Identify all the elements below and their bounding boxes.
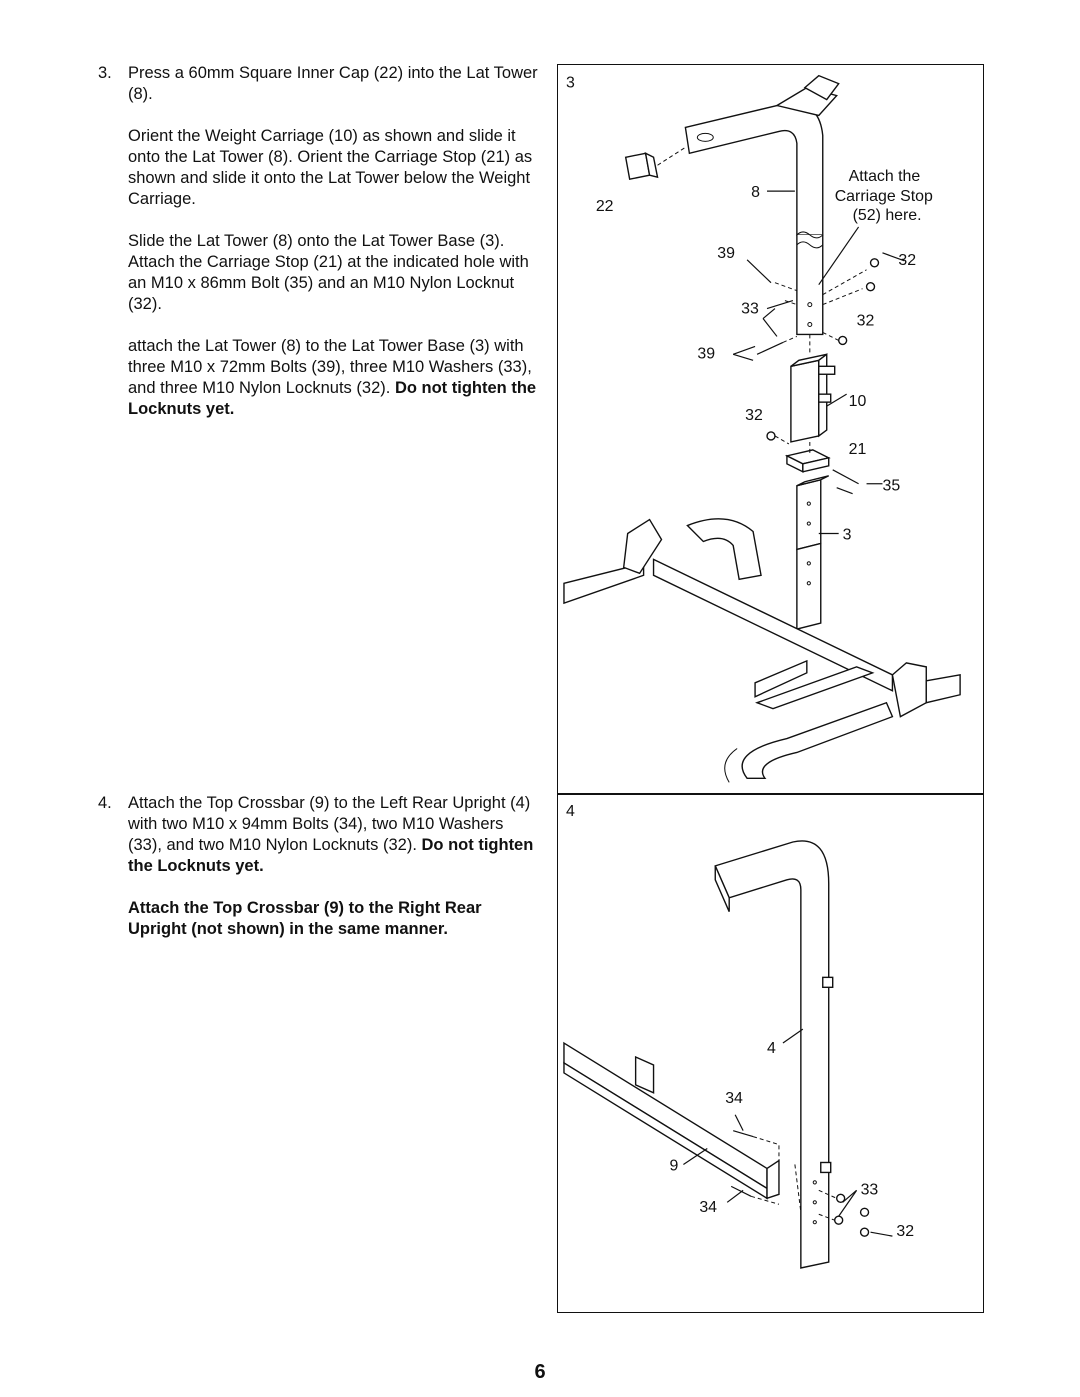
lat-tower-part <box>684 74 840 336</box>
figure-step-4: 4 <box>557 793 984 1313</box>
hardware-parts <box>746 258 880 485</box>
label-33: 33 <box>861 1181 879 1198</box>
label-39-bottom: 39 <box>697 345 715 362</box>
square-inner-cap-part <box>624 146 686 181</box>
step-3-paragraph-4-end: (32). <box>356 379 391 397</box>
step-4-paragraph-1: Attach the Top Crossbar (9) to the Left … <box>128 793 538 877</box>
step-4-warning: Do not tighten the Locknuts yet. <box>128 836 534 875</box>
step-3-paragraph-4-text: attach the Lat Tower (8) to the Lat Towe… <box>128 337 532 397</box>
note-line-1: Attach the <box>849 168 921 185</box>
step-4-paragraph-1-text: Attach the Top Crossbar (9) to the Left … <box>128 794 531 854</box>
leader-lines <box>732 190 905 535</box>
step-4: 4. Attach the Top Crossbar (9) to the Le… <box>98 793 538 961</box>
label-32-lower: 32 <box>745 407 763 424</box>
step-4-paragraph-2: Attach the Top Crossbar (9) to the Right… <box>128 899 482 938</box>
step-number: 3. <box>98 64 112 82</box>
weight-carriage-part <box>790 352 836 443</box>
label-4: 4 <box>767 1040 776 1057</box>
label-3: 3 <box>843 526 852 543</box>
step-3-paragraph-1: Press a 60mm Square Inner Cap (22) into … <box>128 64 538 103</box>
label-32-middle: 32 <box>857 312 875 329</box>
step-3-paragraph-2: Orient the Weight Carriage (10) as shown… <box>128 127 533 208</box>
label-32-top: 32 <box>898 252 916 269</box>
step-3-paragraph-3: Slide the Lat Tower (8) onto the Lat Tow… <box>128 232 529 313</box>
step-4-paragraph-1-end: (32). <box>382 836 417 854</box>
label-35: 35 <box>882 478 900 495</box>
figure-4-drawing: 4 <box>563 803 914 1269</box>
lat-tower-base-part <box>796 475 830 630</box>
label-21: 21 <box>849 441 867 458</box>
figure-step-3: 3 <box>557 64 984 795</box>
carriage-stop-part <box>784 449 831 473</box>
step-3: 3. Press a 60mm Square Inner Cap (22) in… <box>98 63 538 441</box>
figure-3-drawing: 3 <box>563 74 961 783</box>
label-9: 9 <box>669 1157 678 1174</box>
base-frame-part <box>563 518 961 783</box>
top-crossbar-part <box>563 1041 780 1200</box>
label-8: 8 <box>751 184 760 201</box>
label-32: 32 <box>896 1223 914 1240</box>
figure-step-label: 4 <box>566 803 575 820</box>
label-22: 22 <box>596 198 614 215</box>
figure-step-label: 3 <box>566 75 575 92</box>
page-number: 6 <box>534 1361 546 1383</box>
leader-lines <box>683 1028 893 1237</box>
step-3-warning: Do not tighten the Locknuts yet. <box>128 379 537 418</box>
note-line-3: (52) here. <box>853 207 922 224</box>
left-rear-upright-part <box>714 840 834 1269</box>
label-34-top: 34 <box>725 1090 743 1107</box>
step-3-paragraph-4: attach the Lat Tower (8) to the Lat Towe… <box>128 336 538 420</box>
step-number: 4. <box>98 794 112 812</box>
note-line-2: Carriage Stop <box>835 188 933 205</box>
label-39-top: 39 <box>717 245 735 262</box>
label-34-bottom: 34 <box>699 1199 717 1216</box>
label-10: 10 <box>849 393 867 410</box>
label-33: 33 <box>741 301 759 318</box>
